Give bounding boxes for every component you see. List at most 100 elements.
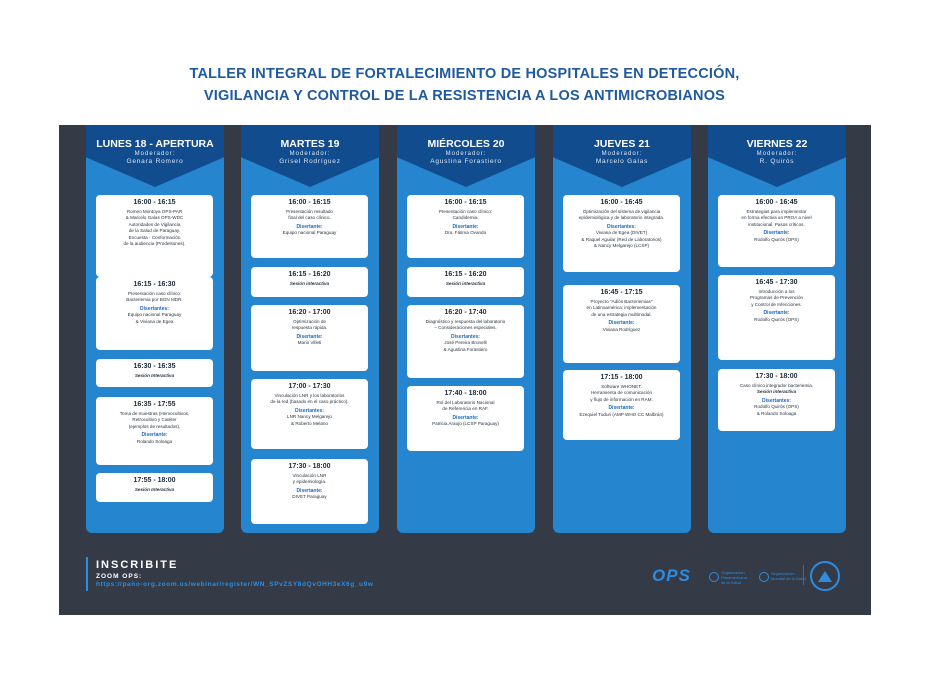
session-text: (ejemplos de resultados).	[128, 423, 181, 429]
session-time: 17:30 - 18:00	[288, 463, 331, 470]
session-time: 16:20 - 17:00	[288, 309, 331, 316]
speaker-label: Disertantes:	[451, 333, 480, 340]
session-time: 16:20 - 17:40	[444, 309, 487, 316]
speaker-label: Disertante:	[763, 310, 790, 317]
session-text: Encuesta - Conformación	[128, 234, 181, 240]
session-text: Presentación caso clínico:	[127, 291, 182, 296]
session-text: Retrocultivo y Catéter	[132, 417, 177, 423]
session-text: Viviana de Egea (DIVET)	[595, 230, 648, 236]
zoom-label: ZOOM OPS:	[96, 573, 143, 580]
session-time: 16:00 - 16:45	[755, 199, 798, 206]
session-text: Toma de muestras (Hemocultivos,	[119, 411, 190, 416]
session-text: & Rolando Soloaga	[756, 410, 797, 416]
moderator-label: Moderador:	[601, 151, 643, 157]
session-text: Rodolfo Quirós (OPS)	[754, 316, 799, 322]
session-text: Software WHONET.	[601, 384, 642, 389]
session-text: LNR Nancy Melgarejo	[287, 414, 332, 420]
session-time: 16:00 - 16:15	[444, 199, 487, 206]
session-text: Dra. Fátima Ovando	[444, 230, 487, 236]
session-text: en Latinoamérica: implementación	[586, 305, 657, 311]
session-time: 17:55 - 18:00	[133, 477, 176, 484]
session-text: Mario Villeti	[297, 340, 322, 346]
speaker-label: Disertante:	[452, 414, 479, 421]
session-time: 16:00 - 16:15	[288, 199, 331, 206]
speaker-label: Disertante:	[763, 230, 790, 237]
logo-divider	[803, 565, 804, 585]
session-text: Introducción a los	[758, 289, 795, 294]
session-text: Ezequiel Tuduri (AMP WHO CC Malbrán)	[579, 411, 664, 417]
zoom-link[interactable]: https://paho-org.zoom.us/webinar/registe…	[96, 581, 374, 588]
session-time: 16:30 - 16:35	[133, 363, 176, 370]
session-text: Equipo nacional Paraguay	[127, 312, 182, 318]
session-text: Herramienta de comunicación	[590, 390, 653, 396]
session-text: Vinculación LNR	[292, 473, 327, 478]
moderator-label: Moderador:	[134, 151, 176, 157]
moderator-name: Grisel Rodríguez	[279, 158, 341, 165]
title-line-2: VIGILANCIA Y CONTROL DE LA RESISTENCIA A…	[203, 88, 726, 104]
session-text: Rol del Laboratorio Nacional	[436, 400, 495, 405]
session-time: 17:40 - 18:00	[444, 390, 487, 397]
event-title: TALLER INTEGRAL DE FORTALECIMIENTO DE HO…	[0, 63, 929, 107]
session-text: Sesión Interactiva	[134, 487, 175, 492]
speaker-label: Disertante:	[452, 223, 479, 230]
session-text: & Roberto Melano	[290, 420, 329, 426]
session-time: 16:15 - 16:20	[444, 271, 487, 278]
day-title: MARTES 19	[280, 138, 340, 150]
moderator-name: Marcelo Galas	[595, 158, 649, 165]
session-text: Sesión interactiva	[756, 389, 797, 395]
session-text: Rolando Soloaga	[136, 438, 173, 444]
session-time: 16:35 - 17:55	[133, 401, 176, 408]
session-text: & Agustina Forastiero	[443, 346, 488, 352]
speaker-label: Disertantes:	[140, 305, 169, 312]
moderator-name: R. Quirós	[759, 158, 795, 165]
session-text: Programas de Prevención	[749, 295, 804, 301]
session-text: Rodolfo Quirós (OPS)	[754, 236, 799, 242]
moderator-label: Moderador:	[289, 151, 331, 157]
session-text: de Referencia en RAF.	[442, 406, 489, 412]
session-text: & Viviana de Egea	[135, 318, 174, 324]
session-text: epidemiológica y de laboratorio integrad…	[578, 215, 665, 221]
speaker-label: Disertantes:	[762, 397, 791, 404]
session-text: Viviana Rodríguez	[602, 326, 641, 332]
session-text: y Control de Infecciones.	[751, 301, 802, 307]
speaker-label: Disertante:	[296, 223, 323, 230]
session-text: Sesión interactiva	[445, 281, 486, 286]
session-text: Bacteriemia por BGN MDR.	[126, 297, 183, 303]
title-line-1: TALLER INTEGRAL DE FORTALECIMIENTO DE HO…	[189, 66, 740, 82]
session-time: 16:00 - 16:15	[133, 199, 176, 206]
session-time: 17:30 - 18:00	[755, 373, 798, 380]
session-text: Estrategias para implementar	[746, 209, 807, 214]
session-time: 16:45 - 17:15	[600, 289, 643, 296]
session-time: 17:00 - 17:30	[288, 383, 331, 390]
session-text: Sesión interactiva	[289, 281, 330, 286]
session-text: Vinculación LNR y los laboratorios	[274, 393, 345, 398]
session-text: Rodolfo Quirós (OPS)	[754, 404, 799, 410]
session-text: institucional. Pasos críticos.	[748, 221, 805, 227]
speaker-label: Disertante:	[608, 405, 635, 412]
ops-logo: OPS	[652, 566, 691, 585]
session-text: final del caso clínico.	[288, 215, 331, 221]
speaker-label: Disertante:	[608, 320, 635, 327]
session-text: & Nancy Melgarejo (LCSP)	[593, 243, 650, 249]
session-text: Presentación resultado	[286, 209, 333, 214]
speaker-label: Disertante:	[141, 432, 168, 439]
day-title: VIERNES 22	[746, 138, 808, 150]
session-text: en forma efectiva un PROA a nivel	[741, 215, 812, 221]
who-emblem-icon	[759, 572, 769, 582]
moderator-label: Moderador:	[445, 151, 487, 157]
session-time: 16:00 - 16:45	[600, 199, 643, 206]
